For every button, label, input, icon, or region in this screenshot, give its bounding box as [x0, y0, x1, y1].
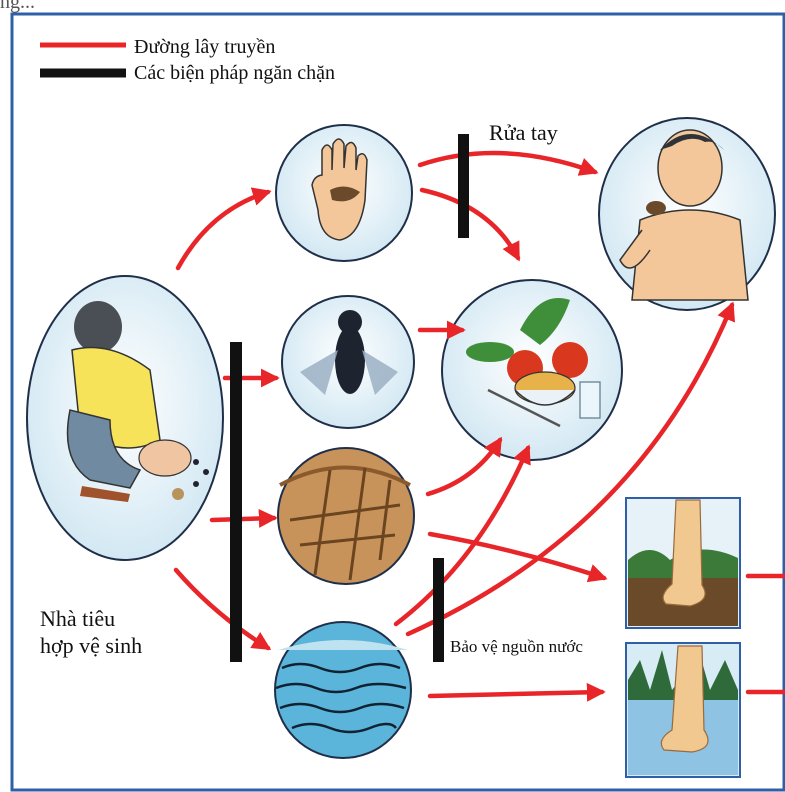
fly-node [282, 296, 414, 428]
water-protection-label: Bảo vệ nguồn nước [450, 637, 583, 657]
foot-in-soil-node [626, 498, 740, 628]
food-node [442, 280, 622, 460]
arrow-child-to-soil [212, 518, 274, 520]
hand-washing-label: Rửa tay [489, 120, 558, 146]
legend-transmission-label: Đường lây truyền [134, 36, 275, 59]
arrow-hand-to-child-eating [420, 153, 595, 172]
latrine-label-line2: hợp vệ sinh [40, 633, 142, 659]
water-node [275, 622, 411, 758]
hand-node [276, 125, 412, 261]
child-defecating-node [27, 276, 223, 560]
arrow-hand-to-food [422, 190, 518, 258]
foot-in-water-node [626, 643, 740, 777]
barrier-water-protection [433, 558, 444, 662]
soil-node [278, 448, 414, 584]
arrow-child-to-water [176, 570, 268, 648]
arrow-child-to-hand [178, 192, 268, 268]
arrow-water-to-food [396, 448, 528, 624]
barrier-latrine [230, 342, 242, 662]
latrine-label-line1: Nhà tiêu [40, 606, 115, 632]
legend-prevention-label: Các biện pháp ngăn chặn [134, 62, 335, 85]
child-eating-node [599, 118, 775, 310]
arrow-water-to-foot-in-water [430, 692, 602, 696]
cropped-top-text: ng... [0, 0, 35, 14]
barrier-hand-washing [458, 134, 469, 238]
